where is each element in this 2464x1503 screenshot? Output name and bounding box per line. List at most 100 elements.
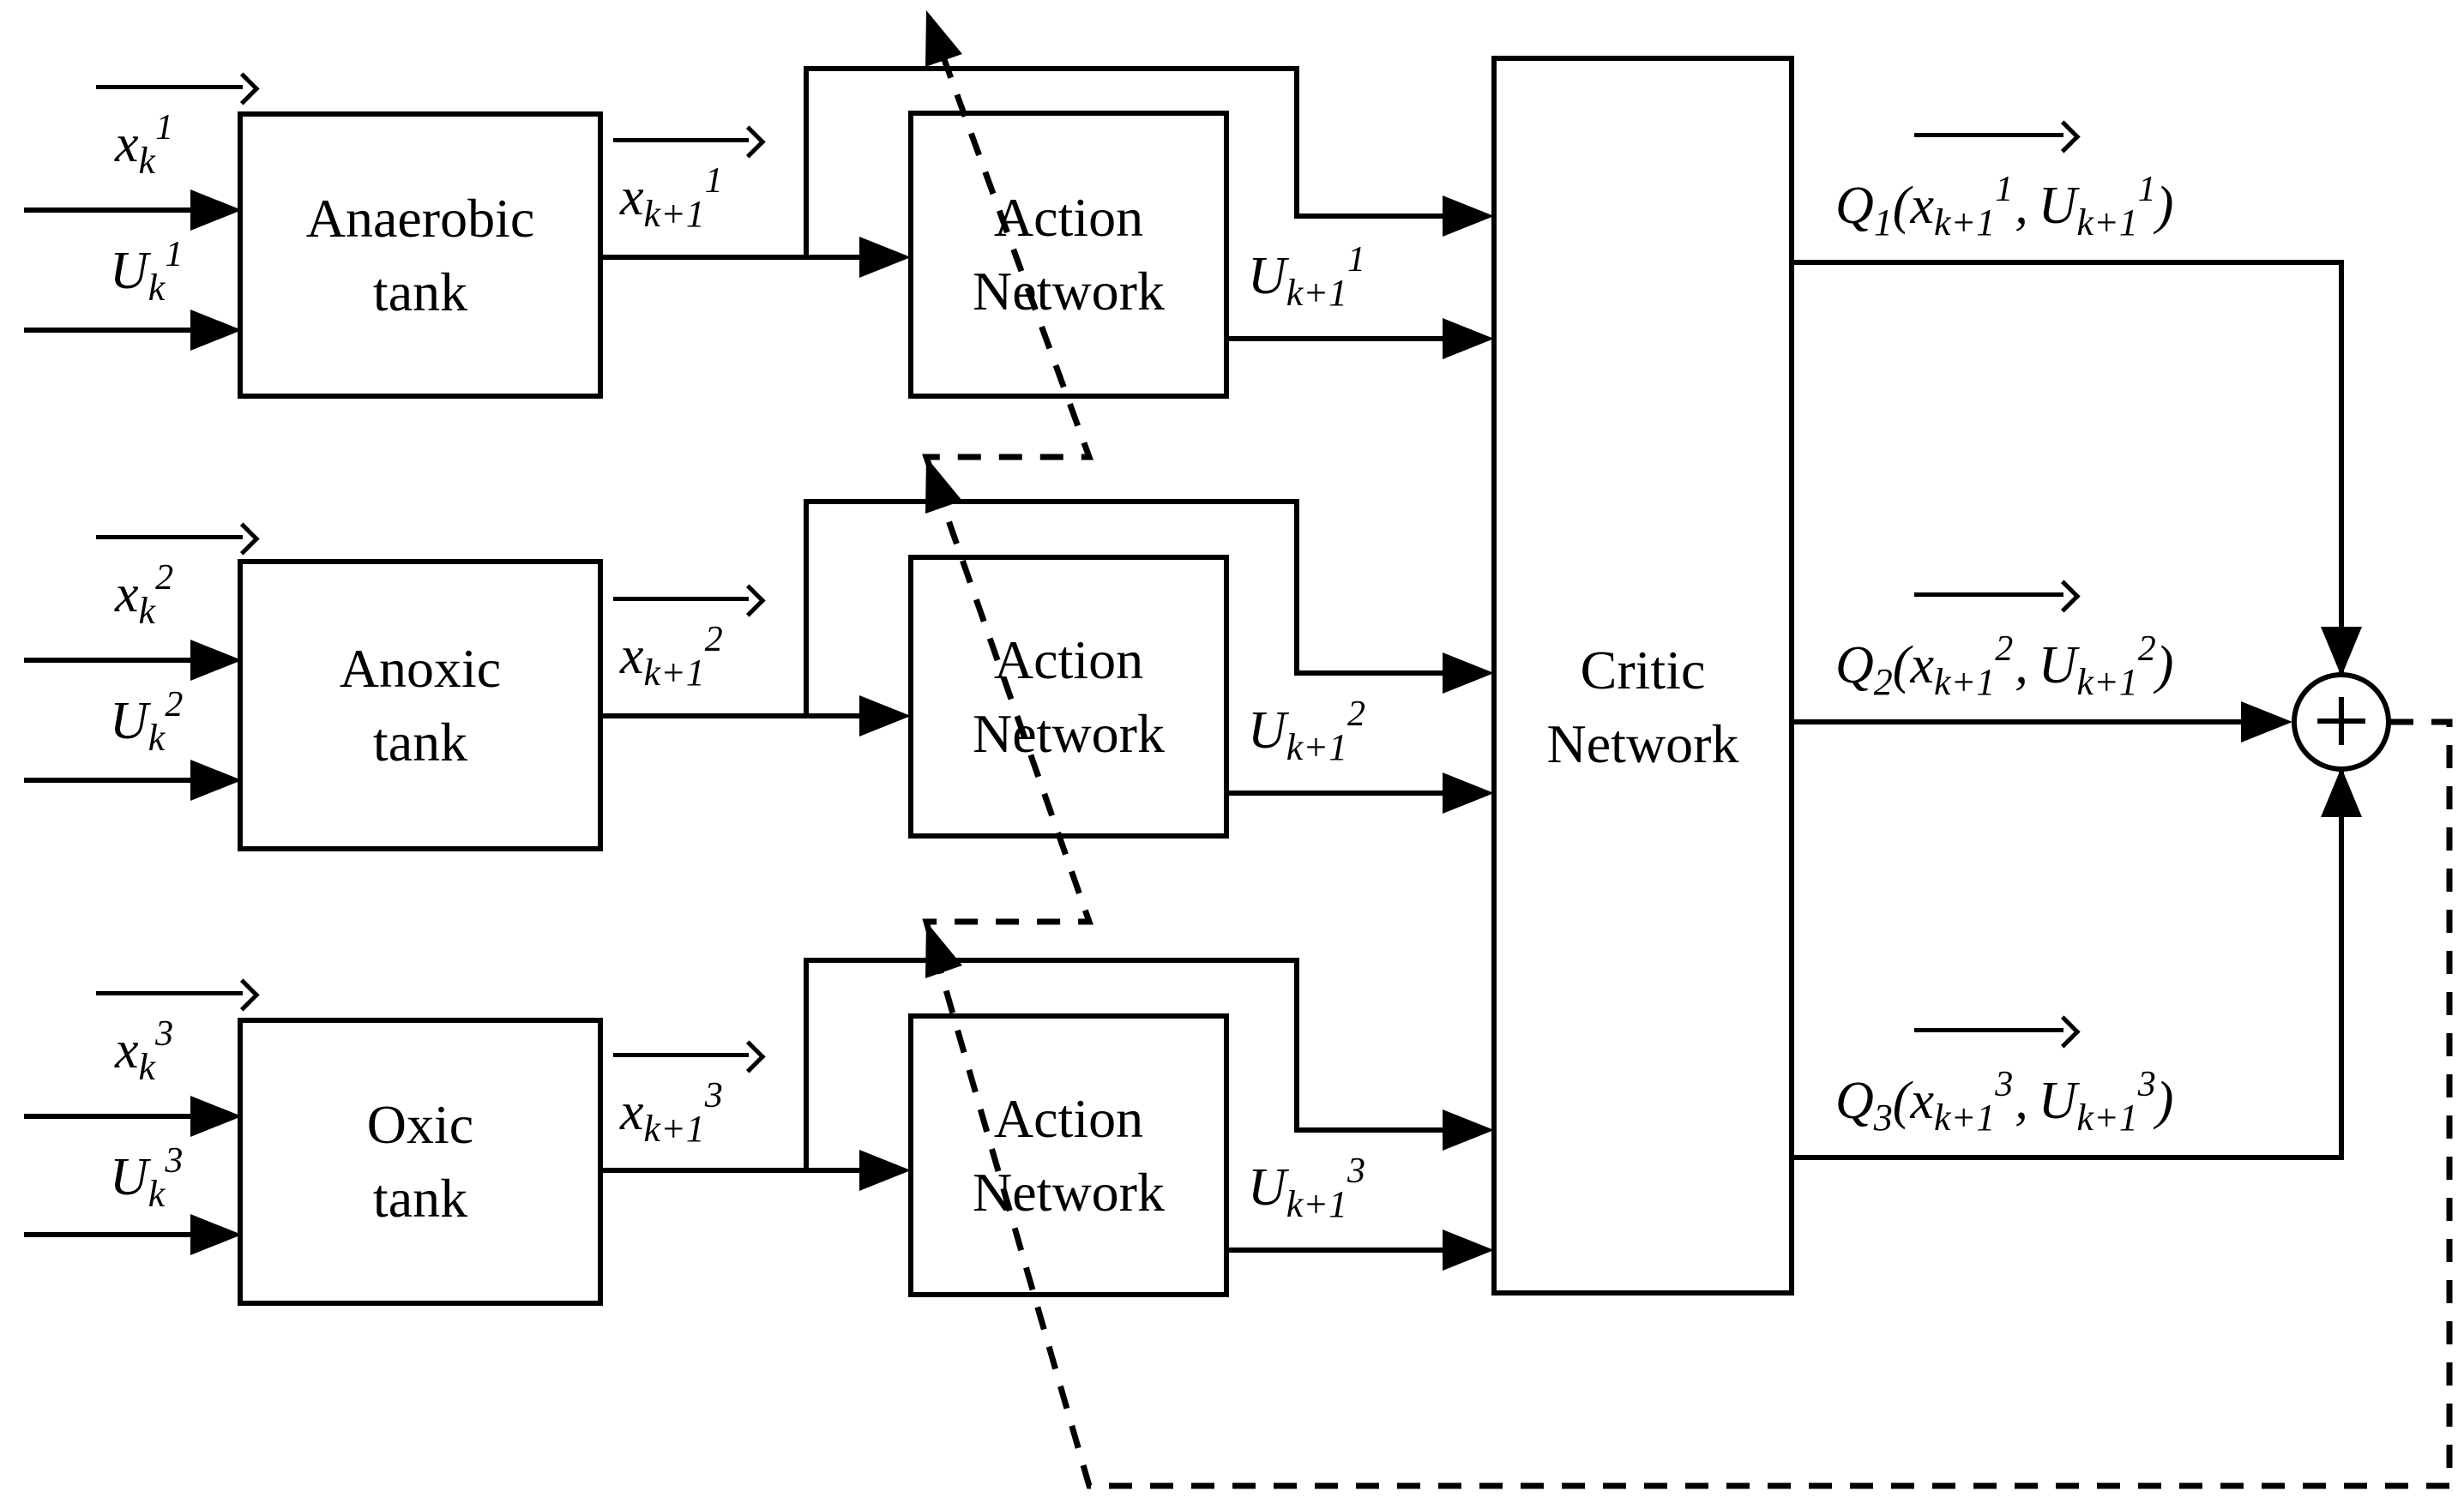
- sum-plus-symbol: +: [2312, 664, 2371, 778]
- anaerobic-tank-box: [238, 111, 603, 399]
- math-sup: 2: [155, 558, 174, 598]
- label-q1: Q1(xk+11,Uk+11): [1835, 129, 2173, 253]
- math-base: U: [110, 242, 148, 300]
- math-sup: 2: [2137, 629, 2156, 669]
- label-q2-text: Q2(xk+12,Uk+12): [1835, 619, 2173, 712]
- arrowhead-state-into-critic-1: [1443, 195, 1494, 237]
- label-q3: Q3(xk+13,Uk+13): [1835, 1024, 2173, 1148]
- critic-network-box: [1491, 56, 1794, 1296]
- arrowhead-q1-into-sum: [2321, 627, 2362, 676]
- label-x-k-2-text: xk2: [115, 548, 255, 641]
- label-u-k1-3-text: Uk+13: [1248, 1141, 1365, 1235]
- math-base: Q: [1835, 177, 1874, 235]
- sum-node-arrowheads: [2241, 627, 2362, 817]
- math-sub: 3: [1873, 1097, 1893, 1139]
- label-x-k1-3: xk+13: [613, 1043, 761, 1159]
- vector-arrow-icon: [96, 526, 255, 548]
- label-u-k1-2-text: Uk+12: [1248, 684, 1365, 778]
- label-x-k1-2-text: xk+12: [620, 610, 761, 703]
- anaerobic-tank-label-line2: tank: [372, 261, 468, 322]
- arrowhead-u-into-tank-2: [190, 760, 242, 801]
- math-sup: 1: [1995, 170, 2014, 209]
- arrowhead-into-action-2: [859, 695, 911, 736]
- arrowhead-u-into-tank-1: [190, 310, 242, 351]
- math-sub: k+1: [1286, 1183, 1348, 1225]
- math-comma: ,: [2015, 1072, 2028, 1130]
- arrowhead-backprop-top: [925, 10, 962, 67]
- label-x-k-3-text: xk3: [115, 1004, 255, 1097]
- arrowhead-into-action-3: [859, 1150, 911, 1191]
- math-base: x: [620, 168, 644, 226]
- label-x-k-2: xk2: [96, 526, 255, 641]
- backprop-arrowheads: [925, 10, 962, 978]
- state-branch-line-1: [804, 66, 1451, 257]
- action-network-1-label-line2: Network: [973, 261, 1165, 322]
- label-x-k-3: xk3: [96, 982, 255, 1097]
- math-sub: k+1: [643, 193, 705, 235]
- math-paren: ): [2155, 177, 2174, 235]
- vector-arrow-icon: [613, 1043, 761, 1066]
- action-network-2-label-line2: Network: [973, 702, 1165, 764]
- oxic-tank-label-line2: tank: [372, 1168, 468, 1229]
- critic-network-label-line1: Critic: [1580, 640, 1706, 700]
- math-base: U: [1248, 1158, 1286, 1217]
- action-network-2-label-line1: Action: [993, 628, 1144, 690]
- math-base: x: [115, 565, 139, 623]
- math-sup: 1: [155, 108, 174, 147]
- anoxic-tank-label: Anoxic tank: [240, 562, 600, 849]
- state-branch-line-3: [804, 958, 1451, 1170]
- math-sub: k+1: [1933, 661, 1996, 703]
- math-base: x: [620, 627, 644, 685]
- action-network-3-label-line2: Network: [973, 1161, 1165, 1223]
- vector-arrow-icon: [1914, 123, 2075, 146]
- math-sub: k+1: [2076, 201, 2138, 243]
- arrowhead-q2-into-sum: [2241, 701, 2292, 742]
- math-sub: k+1: [643, 652, 705, 694]
- math-sup: 3: [2137, 1065, 2156, 1104]
- math-base: x: [620, 1083, 644, 1141]
- math-sub: k: [138, 140, 156, 182]
- math-base: U: [2038, 636, 2077, 694]
- math-sub: 2: [1873, 661, 1893, 703]
- label-u-k1-2: Uk+12: [1248, 684, 1365, 778]
- math-base: x: [1910, 177, 1934, 235]
- math-sub: k+1: [2076, 1097, 2138, 1139]
- anoxic-tank-label-line1: Anoxic: [339, 637, 502, 699]
- math-sub: k: [148, 1173, 166, 1215]
- action-network-2-label: Action Network: [911, 557, 1226, 836]
- math-sup: 1: [704, 161, 723, 201]
- action-network-3-box: [908, 1013, 1229, 1297]
- math-comma: ,: [2015, 177, 2028, 235]
- oxic-tank-label: Oxic tank: [240, 1020, 600, 1303]
- math-sup: 2: [1347, 694, 1366, 734]
- math-base: U: [110, 1148, 148, 1206]
- math-base: U: [2038, 1072, 2077, 1130]
- arrowhead-state-into-critic-3: [1443, 1109, 1494, 1151]
- label-u-k1-1: Uk+11: [1248, 230, 1365, 323]
- math-base: x: [115, 115, 139, 173]
- critic-network-label: Critic Network: [1494, 58, 1792, 1293]
- arrowhead-x-into-tank-2: [190, 640, 242, 681]
- math-paren: (: [1892, 1072, 1911, 1130]
- state-branch-line-2: [804, 499, 1451, 716]
- math-sup: 3: [1995, 1065, 2014, 1104]
- math-sup: 2: [704, 620, 723, 659]
- math-paren: (: [1892, 636, 1911, 694]
- math-sup: 2: [1995, 629, 2014, 669]
- label-x-k-1-text: xk1: [115, 98, 255, 191]
- math-sub: k: [138, 1046, 156, 1088]
- math-sup: 1: [165, 235, 184, 274]
- label-u-k-2: Uk2: [110, 675, 183, 768]
- critic-network-label-line2: Network: [1546, 713, 1739, 774]
- label-u-k-2-text: Uk2: [110, 675, 183, 768]
- label-x-k1-1-text: xk+11: [620, 151, 761, 244]
- arrowhead-x-into-tank-3: [190, 1096, 242, 1137]
- math-sub: 1: [1873, 201, 1893, 243]
- q1-output-line: [1792, 260, 2344, 678]
- action-network-3-label-line1: Action: [993, 1087, 1144, 1149]
- math-base: U: [2038, 177, 2077, 235]
- label-u-k-1: Uk1: [110, 225, 183, 318]
- label-q1-text: Q1(xk+11,Uk+11): [1835, 159, 2173, 253]
